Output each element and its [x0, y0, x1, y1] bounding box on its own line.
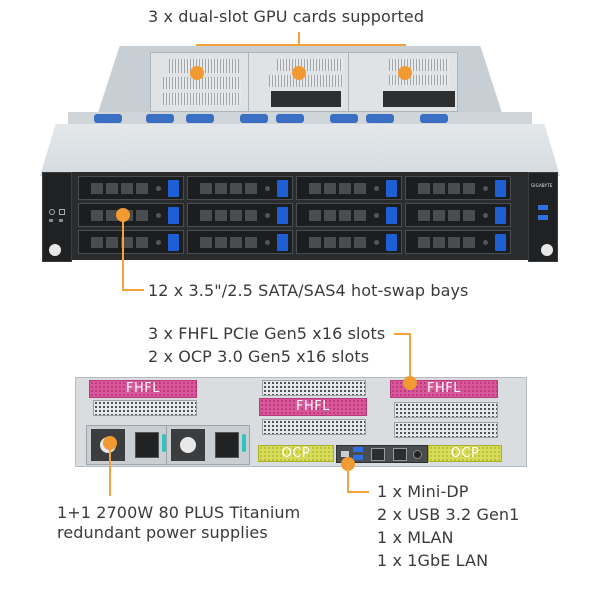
- bay-release-latch[interactable]: [277, 180, 288, 197]
- io-callout-label-4: 1 x 1GbE LAN: [377, 551, 489, 570]
- gpu-callout-label: 3 x dual-slot GPU cards supported: [148, 7, 425, 26]
- bay-grille: [309, 237, 369, 248]
- brand-logo: GIGABYTE: [531, 183, 553, 188]
- gpu-bay-1: [150, 52, 250, 112]
- bay-release-latch[interactable]: [277, 234, 288, 251]
- rear-usb-port-2[interactable]: [353, 455, 363, 460]
- gpu-callout-dot: [292, 66, 306, 80]
- right-control-ear: GIGABYTE: [528, 172, 558, 262]
- bay-grille: [309, 210, 369, 221]
- drive-bay-11[interactable]: [296, 230, 402, 254]
- gpu-bay-3: [348, 52, 458, 112]
- bay-grille: [418, 237, 478, 248]
- bay-grille: [91, 237, 151, 248]
- bay-lock: [374, 240, 379, 245]
- left-thumbscrew[interactable]: [47, 242, 63, 258]
- fhfl-slot-1: FHFL: [89, 380, 197, 398]
- fhfl-slot-2: FHFL: [259, 398, 367, 416]
- drive-bay-6[interactable]: [187, 203, 293, 227]
- rear-usb-port-1[interactable]: [353, 447, 363, 452]
- pcie-callout-label-2: 2 x OCP 3.0 Gen5 x16 slots: [148, 347, 370, 366]
- ocp-slot-2: OCP: [428, 445, 502, 462]
- bay-grille: [200, 183, 260, 194]
- bay-lock: [483, 186, 488, 191]
- bay-lock: [265, 240, 270, 245]
- bay-lock: [483, 213, 488, 218]
- fhfl-slot-3: FHFL: [390, 380, 498, 398]
- gpu-callout-dot: [398, 66, 412, 80]
- bay-release-latch[interactable]: [168, 234, 179, 251]
- psu-1: [86, 425, 170, 465]
- gpu-bay-2: [248, 52, 350, 112]
- drive-bay-2[interactable]: [187, 176, 293, 200]
- pcie-callout-dot: [403, 376, 417, 390]
- psu-callout-label-2: redundant power supplies: [57, 523, 268, 542]
- bay-release-latch[interactable]: [168, 207, 179, 224]
- ocp-slot-1: OCP: [258, 445, 334, 462]
- io-callout-label-1: 1 x Mini-DP: [377, 482, 469, 501]
- bay-lock: [265, 213, 270, 218]
- bay-grille: [91, 183, 151, 194]
- io-callout-label-2: 2 x USB 3.2 Gen1: [377, 505, 520, 524]
- psu-callout-dot: [103, 436, 117, 450]
- bay-release-latch[interactable]: [495, 180, 506, 197]
- bay-grille: [309, 183, 369, 194]
- drive-bay-10[interactable]: [187, 230, 293, 254]
- chassis-lid: [40, 124, 560, 176]
- drive-bay-9[interactable]: [78, 230, 184, 254]
- psu-callout-line: [109, 450, 111, 496]
- bay-release-latch[interactable]: [168, 180, 179, 197]
- pcie-slot-blank: [394, 422, 498, 438]
- front-usb-port-1[interactable]: [538, 205, 548, 210]
- pcie-callout-label-1: 3 x FHFL PCIe Gen5 x16 slots: [148, 324, 386, 343]
- pcie-slot-blank: [93, 400, 197, 416]
- pcie-slot-blank: [262, 380, 366, 396]
- mlan-port[interactable]: [371, 448, 385, 461]
- pcie-slot-blank: [394, 402, 498, 418]
- bay-grille: [200, 237, 260, 248]
- right-thumbscrew[interactable]: [539, 242, 555, 258]
- bay-lock: [156, 186, 161, 191]
- bay-release-latch[interactable]: [495, 234, 506, 251]
- drive-bay-8[interactable]: [405, 203, 511, 227]
- bay-lock: [156, 213, 161, 218]
- left-control-ear: [42, 172, 72, 262]
- drive-bay-1[interactable]: [78, 176, 184, 200]
- rear-io-panel: [336, 445, 428, 463]
- drive-bay-7[interactable]: [296, 203, 402, 227]
- psu-2: [166, 425, 250, 465]
- drive-bay-5[interactable]: [78, 203, 184, 227]
- bay-lock: [265, 186, 270, 191]
- pcie-slot-blank: [262, 419, 366, 435]
- drive-bay-12[interactable]: [405, 230, 511, 254]
- bay-grille: [418, 183, 478, 194]
- id-button[interactable]: [413, 450, 422, 459]
- bay-release-latch[interactable]: [386, 207, 397, 224]
- bay-release-latch[interactable]: [495, 207, 506, 224]
- bay-release-latch[interactable]: [277, 207, 288, 224]
- mini-dp-port[interactable]: [341, 451, 349, 457]
- gpu-callout-dot: [190, 66, 204, 80]
- drive-bay-3[interactable]: [296, 176, 402, 200]
- bay-lock: [156, 240, 161, 245]
- io-callout-label-3: 1 x MLAN: [377, 528, 454, 547]
- bay-lock: [374, 186, 379, 191]
- bay-grille: [200, 210, 260, 221]
- lan-port[interactable]: [393, 448, 407, 461]
- drive-bay-4[interactable]: [405, 176, 511, 200]
- bay-lock: [483, 240, 488, 245]
- drive-bay-callout-label: 12 x 3.5"/2.5 SATA/SAS4 hot-swap bays: [148, 281, 469, 300]
- front-usb-port-2[interactable]: [538, 215, 548, 220]
- bay-grille: [418, 210, 478, 221]
- bay-release-latch[interactable]: [386, 234, 397, 251]
- psu-callout-label-1: 1+1 2700W 80 PLUS Titanium: [57, 503, 301, 522]
- bay-lock: [374, 213, 379, 218]
- bay-release-latch[interactable]: [386, 180, 397, 197]
